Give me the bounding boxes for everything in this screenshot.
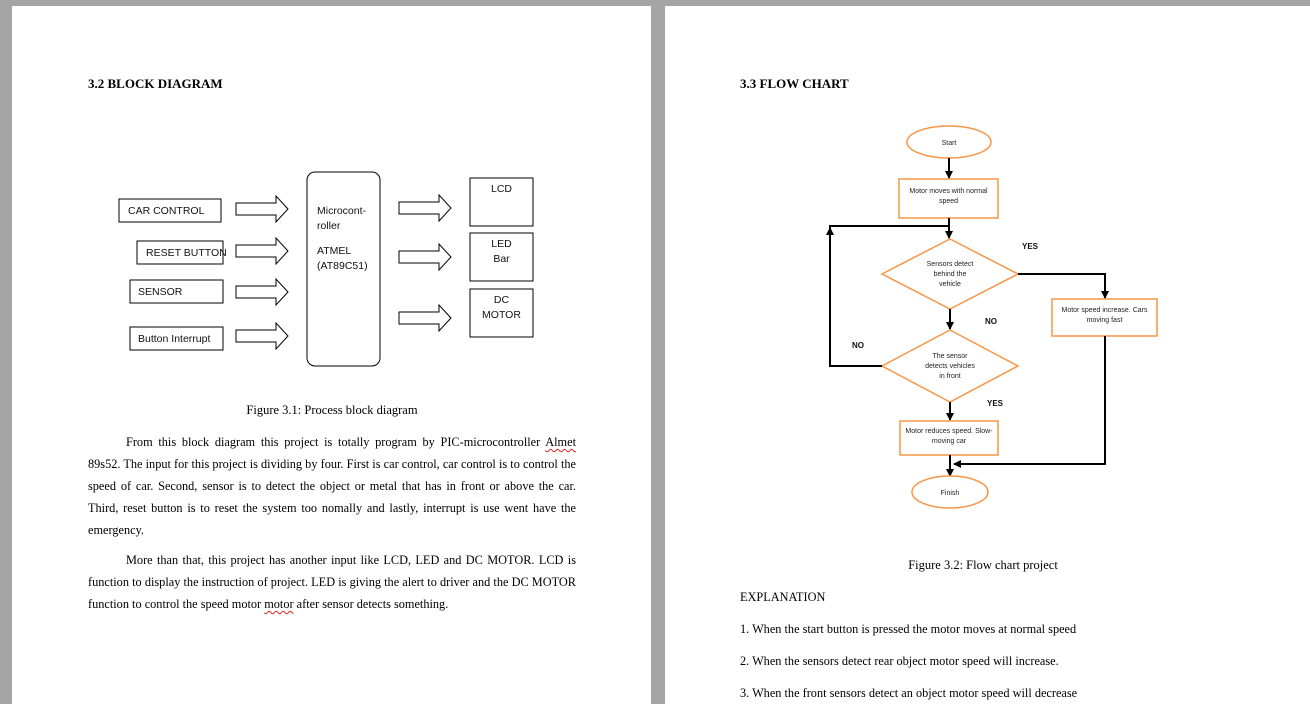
output-box-lcd: [469, 177, 534, 227]
flow-d2-line2: detects vehicles: [925, 363, 975, 370]
spelling-error-word[interactable]: Almet: [545, 435, 576, 449]
input-label-reset-button: RESET BUTTON: [146, 247, 227, 259]
flow-step-speed-reduce: [899, 420, 999, 456]
controller-line1: Microcont-: [317, 205, 367, 217]
flow-inc-line2: moving fast: [1087, 317, 1123, 324]
flow-start-label: Start: [942, 140, 957, 147]
explanation-heading: EXPLANATION: [740, 590, 826, 604]
figure-caption-flow-chart: Figure 3.2: Flow chart project: [908, 558, 1058, 572]
flow-step-speed-increase: [1051, 298, 1158, 337]
input-box-car-control: [118, 198, 222, 223]
input-label-car-control: CAR CONTROL: [128, 205, 205, 217]
flow-yes-label-1: YES: [1022, 242, 1039, 251]
paragraph-2-text-end: after sensor detects something.: [293, 597, 449, 611]
output-label-lcd: LCD: [491, 183, 512, 195]
flow-d1-line2: behind the: [934, 271, 967, 278]
flow-connector-no-loop: [829, 225, 949, 367]
input-box-button-interrupt: [129, 326, 224, 351]
spelling-error-word[interactable]: motor: [264, 597, 294, 611]
flow-finish-terminal: [911, 475, 989, 509]
block-diagram: CAR CONTROL RESET BUTTON SENSOR Button I…: [118, 171, 534, 367]
explanation-item-2: 2. When the sensors detect rear object m…: [740, 654, 1059, 668]
flow-d1-line1: Sensors detect: [927, 261, 974, 268]
section-heading-flow-chart: 3.3 FLOW CHART: [740, 76, 849, 91]
explanation-item-1: 1. When the start button is pressed the …: [740, 622, 1077, 636]
arrow-icon: [398, 304, 452, 332]
arrow-icon: [398, 243, 452, 271]
controller-line4: (AT89C51): [317, 260, 368, 272]
flow-d2-line1: The sensor: [932, 353, 968, 360]
arrow-icon: [235, 322, 289, 350]
flow-no-label-2: NO: [852, 341, 864, 350]
page-gap: [651, 6, 665, 704]
output-label-bar: Bar: [493, 253, 510, 265]
flow-connector: [953, 336, 1106, 468]
input-label-button-interrupt: Button Interrupt: [138, 333, 210, 345]
arrow-icon: [235, 195, 289, 223]
arrow-icon: [235, 278, 289, 306]
paragraph-2: More than that, this project has another…: [88, 549, 576, 615]
microcontroller-box: [306, 171, 381, 367]
paragraph-1-text-end: 89s52. The input for this project is div…: [88, 457, 576, 537]
flow-red-line2: moving car: [932, 438, 967, 445]
flow-chart: Start Motor moves with normal speed Sens…: [826, 125, 1158, 509]
input-label-sensor: SENSOR: [138, 286, 183, 298]
arrow-icon: [398, 194, 452, 222]
controller-line2: roller: [317, 220, 341, 232]
input-box-reset-button: [136, 240, 224, 265]
output-label-dc: DC: [494, 294, 510, 306]
flow-finish-label: Finish: [941, 490, 960, 497]
paragraph-1: From this block diagram this project is …: [88, 431, 576, 541]
controller-line3: ATMEL: [317, 245, 351, 257]
flow-no-label-1: NO: [985, 317, 997, 326]
paragraph-1-text: From this block diagram this project is …: [126, 435, 546, 449]
flow-d2-line3: in front: [939, 373, 960, 380]
figure-caption-block-diagram: Figure 3.1: Process block diagram: [246, 403, 418, 417]
output-label-motor: MOTOR: [482, 309, 521, 321]
paragraph-2-text: More than that, this project has another…: [88, 553, 576, 611]
flow-d1-line3: vehicle: [939, 281, 961, 288]
flow-inc-line1: Motor speed increase. Cars: [1062, 307, 1148, 314]
section-heading-block-diagram: 3.2 BLOCK DIAGRAM: [88, 76, 223, 91]
document-page-left: 3.2 BLOCK DIAGRAM CAR CONTROL RESET BUTT…: [12, 6, 651, 704]
flow-step1-line2: speed: [939, 198, 958, 205]
flow-red-line1: Motor reduces speed. Slow-: [905, 428, 993, 435]
flow-yes-label-2: YES: [987, 399, 1004, 408]
document-page-right: 3.3 FLOW CHART Start Motor moves with no…: [665, 6, 1310, 704]
flow-connector-yes: [1018, 273, 1109, 299]
explanation-item-3: 3. When the front sensors detect an obje…: [740, 686, 1078, 700]
output-label-led: LED: [491, 238, 512, 250]
arrow-icon: [235, 237, 289, 265]
output-box-dc-motor: [469, 288, 534, 338]
input-box-sensor: [129, 279, 224, 304]
output-box-led-bar: [469, 232, 534, 282]
flow-step1-line1: Motor moves with normal: [909, 188, 988, 195]
